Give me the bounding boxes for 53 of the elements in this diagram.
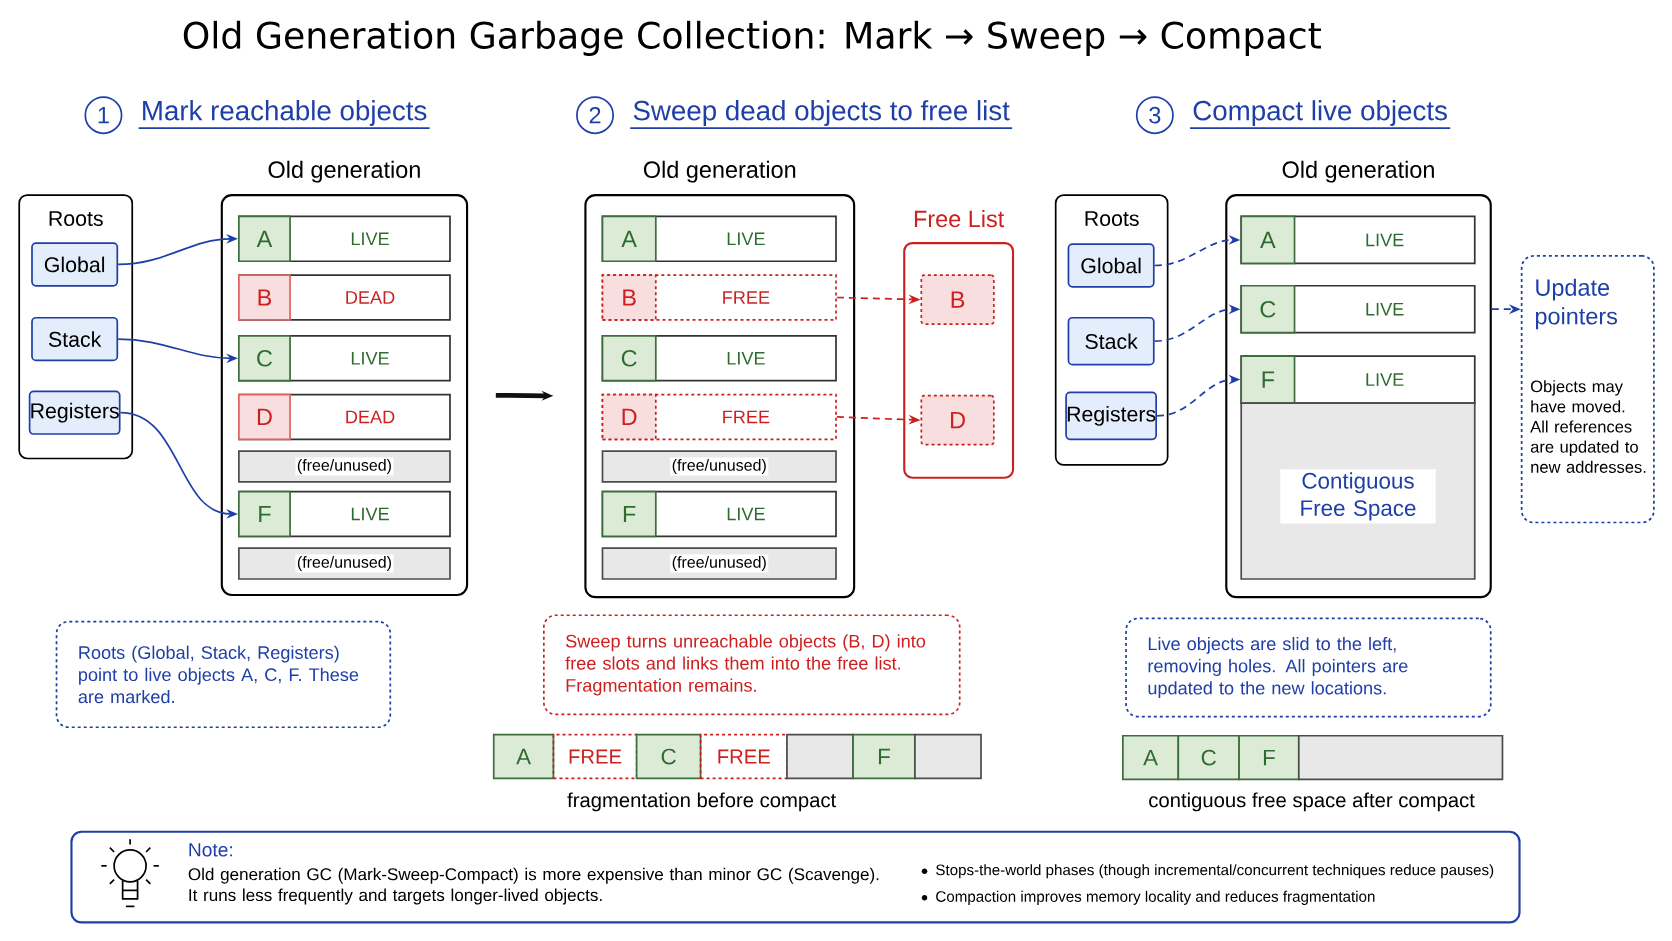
section-heading: Sweep dead objects to free list xyxy=(629,100,1013,129)
free-space-cell xyxy=(786,733,854,780)
free-slot: (free/unused) xyxy=(601,547,837,580)
free-slot: (free/unused) xyxy=(238,450,451,483)
bullet-item: Stops-the-world phases (though incremental/concurrent techniques reduce pauses) xyxy=(921,864,1494,879)
free-space-cell xyxy=(1297,734,1504,781)
free-slot: (free/unused) xyxy=(238,547,451,580)
object-cell: A xyxy=(601,215,657,263)
object-cell: A xyxy=(238,215,291,263)
object-cell: D xyxy=(238,393,291,441)
object-cell: D xyxy=(601,393,657,441)
note-box: Roots (Global, Stack, Registers) point to live objects A, C, F. These are marked. xyxy=(55,620,392,729)
object-cell: F xyxy=(852,733,916,780)
node-label: Old generation xyxy=(1282,160,1434,183)
caption: contiguous free space after compact xyxy=(1149,792,1475,812)
object-cell: F xyxy=(601,490,657,538)
root-box: Registers xyxy=(28,390,121,435)
node-label: Free List xyxy=(914,209,1005,228)
note-box: Sweep turns unreachable objects (B, D) into free slots and links them into the free list. Fragmentation remains. xyxy=(543,614,961,716)
node-label: Old generation xyxy=(643,160,796,183)
object-cell: B xyxy=(601,274,657,321)
section-heading: Compact live objects xyxy=(1189,100,1452,129)
free-space-area: Contiguous Free Space xyxy=(1240,402,1476,580)
object-cell: F xyxy=(238,490,291,538)
bullet-item: Compaction improves memory locality and reduces fragmentation xyxy=(921,890,1375,905)
free-cell: FREE xyxy=(699,733,788,780)
object-cell: B xyxy=(238,274,291,321)
title: Old Generation Garbage Collection: Mark → Sweep → Compact xyxy=(183,20,1321,56)
object-cell: A xyxy=(1122,734,1180,781)
object-cell: C xyxy=(1240,284,1296,334)
note-box: Live objects are slid to the left, removing holes. All pointers are updated to the new locations. xyxy=(1125,617,1492,718)
object-cell: C xyxy=(238,335,291,382)
callout-box: Update pointers Objects may have moved. All references are updated to new addresses. xyxy=(1520,255,1655,524)
root-box: Registers xyxy=(1065,391,1158,441)
root-box: Stack xyxy=(31,316,119,362)
free-space-cell xyxy=(914,733,982,780)
section-heading: Mark reachable objects xyxy=(137,100,431,129)
object-cell: C xyxy=(1177,734,1240,781)
free-cell: FREE xyxy=(552,733,638,780)
root-box: Global xyxy=(1067,243,1155,288)
object-cell: C xyxy=(601,335,657,382)
root-box: Stack xyxy=(1067,316,1155,366)
free-block: B xyxy=(920,274,995,325)
caption: fragmentation before compact xyxy=(567,792,837,812)
object-cell: A xyxy=(1240,215,1296,265)
root-box: Global xyxy=(31,242,119,287)
object-cell: F xyxy=(1240,355,1296,404)
node-label: Old generation xyxy=(268,160,420,183)
free-slot: (free/unused) xyxy=(601,450,837,483)
object-cell: F xyxy=(1238,734,1300,781)
object-cell: C xyxy=(635,733,702,780)
object-cell: A xyxy=(492,733,555,780)
free-block: D xyxy=(920,394,995,446)
